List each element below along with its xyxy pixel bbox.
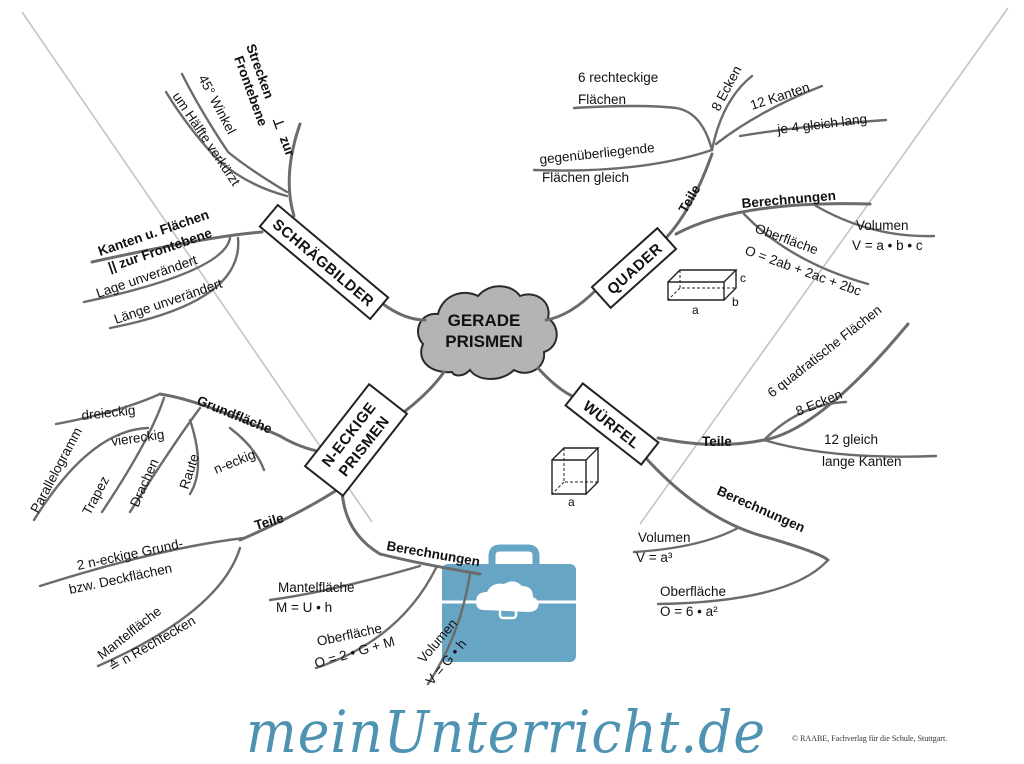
topic-box-schraegbilder: SCHRÄGBILDER: [258, 203, 390, 321]
label-teile-wuerfel: Teile: [702, 434, 732, 449]
formula-oberflaeche-wuerfel: O = 6 • a²: [660, 604, 718, 619]
label-grundflaeche: Grundfläche: [195, 393, 275, 437]
label-12-gleich: 12 gleich: [824, 432, 878, 447]
label-trapez: Trapez: [79, 473, 112, 517]
label-n-eckig: n-eckig: [212, 447, 258, 477]
label-dreieckig: dreieckig: [81, 402, 136, 423]
label-teile-neckige: Teile: [253, 510, 286, 533]
cuboid-dim-c: c: [740, 271, 746, 285]
topic-box-wuerfel: WÜRFEL: [564, 382, 660, 466]
cuboid-icon: a b c: [667, 269, 746, 317]
wuerfel-labels: 6 quadratische Flächen 8 Ecken 12 gleich…: [636, 302, 902, 619]
briefcase-icon: [442, 544, 576, 662]
label-viereckig: viereckig: [110, 427, 165, 449]
neckige-labels: Grundfläche dreieckig viereckig Parallel…: [27, 393, 481, 688]
center-title-line2: PRISMEN: [445, 332, 522, 351]
formula-volumen-quader: V = a • b • c: [852, 238, 923, 253]
cloud-icon: [417, 285, 558, 380]
formula-mantelflaeche: M = U • h: [276, 600, 332, 615]
label-flaechen-gleich: Flächen gleich: [542, 170, 629, 185]
formula-volumen-wuerfel: V = a³: [636, 550, 673, 565]
branches: [32, 72, 938, 686]
label-berechnungen-wuerfel: Berechnungen: [715, 483, 807, 535]
schraegbilder-title: SCHRÄGBILDER: [269, 216, 377, 311]
label-parallelogramm: Parallelogramm: [27, 425, 85, 516]
brand-logo: meinUnterricht.de: [246, 698, 766, 764]
label-12-kanten: 12 Kanten: [748, 80, 811, 113]
label-berechnungen-quader: Berechnungen: [741, 188, 836, 211]
label-senkrecht: ⊥: [270, 115, 288, 131]
label-volumen-wuerfel: Volumen: [638, 530, 691, 545]
label-lange-kanten: lange Kanten: [822, 454, 902, 469]
label-haelfte: um Hälfte verkürzt: [170, 89, 244, 188]
label-rechteckige: 6 rechteckige: [578, 70, 658, 85]
topic-box-quader: QUADER: [590, 226, 678, 310]
cuboid-dim-a: a: [692, 303, 699, 317]
center-title-line1: GERADE: [448, 311, 521, 330]
label-quadratische-flaechen: 6 quadratische Flächen: [765, 302, 885, 400]
cube-dim-a: a: [568, 495, 575, 509]
cuboid-dim-b: b: [732, 295, 739, 309]
label-zur: zur: [277, 134, 298, 159]
label-flaechen: Flächen: [578, 92, 626, 107]
label-oberflaeche-wuerfel: Oberfläche: [660, 584, 726, 599]
topic-box-neckige: N-ECKIGE PRISMEN: [303, 382, 409, 498]
schraegbilder-labels: Strecken ⊥ zur Frontebene 45° Winkel um …: [94, 42, 298, 327]
label-gegenueber: gegenüberliegende: [539, 140, 656, 167]
copyright: © RAABE, Fachverlag für die Schule, Stut…: [792, 734, 947, 743]
label-volumen-quader: Volumen: [856, 218, 909, 233]
label-mantelflaeche: Mantelfläche: [278, 580, 355, 595]
center-cloud: GERADE PRISMEN: [417, 285, 558, 380]
cube-icon: a: [551, 447, 600, 509]
label-je-4-gleich: je 4 gleich lang: [776, 111, 868, 137]
